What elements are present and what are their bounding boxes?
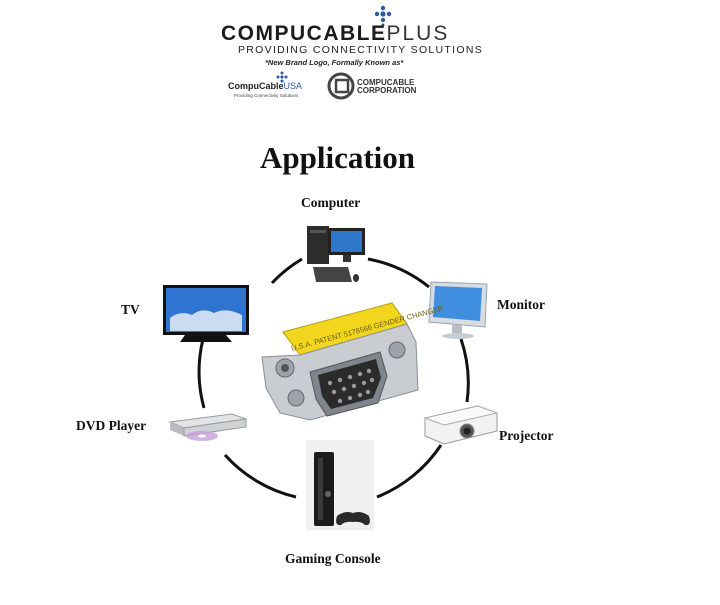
plus-dots-icon	[374, 5, 392, 27]
label-projector: Projector	[499, 428, 554, 443]
brand-note: *New Brand Logo, Formally Known as*	[265, 58, 404, 67]
vga-adapter-image: U.S.A. PATENT 5178566 GENDER CHANGER	[261, 302, 445, 421]
monitor-icon	[428, 281, 488, 339]
tv-icon	[163, 285, 249, 342]
projector-icon	[423, 405, 499, 445]
old-logo-2-line1: COMPUCABLE	[357, 78, 415, 87]
computer-icon	[307, 226, 365, 282]
old-logo-dots-icon	[276, 71, 288, 83]
old-logo-compucable-usa-sub: Providing Connectivity Solutions	[234, 93, 299, 98]
brand-logo: COMPUCABLEPLUS	[221, 22, 449, 46]
old-logo-corp-mark-icon	[327, 72, 355, 100]
gaming-console-icon	[306, 440, 374, 530]
label-monitor: Monitor	[497, 297, 545, 312]
label-dvd-player: DVD Player	[76, 418, 147, 433]
connection-ring	[197, 257, 470, 499]
old-logo-2-line2: CORPORATION	[357, 86, 417, 95]
old-logo-1-suffix: USA	[283, 81, 303, 91]
old-logo-1-main: CompuCable	[228, 81, 284, 91]
brand-tagline: PROVIDING CONNECTIVITY SOLUTIONS	[238, 44, 484, 56]
old-logo-compucable-usa: CompuCableUSA	[228, 81, 302, 91]
label-tv: TV	[121, 302, 140, 317]
brand-logo-main: COMPUCABLE	[221, 22, 387, 45]
label-gaming-console: Gaming Console	[285, 551, 381, 566]
brand-header: COMPUCABLEPLUS PROVIDING CONNECTIVITY SO…	[0, 0, 720, 110]
page-title: Application	[259, 140, 416, 175]
label-computer: Computer	[301, 195, 361, 210]
dvd-player-icon	[168, 413, 247, 441]
brand-logo-plus: PLUS	[386, 22, 450, 45]
